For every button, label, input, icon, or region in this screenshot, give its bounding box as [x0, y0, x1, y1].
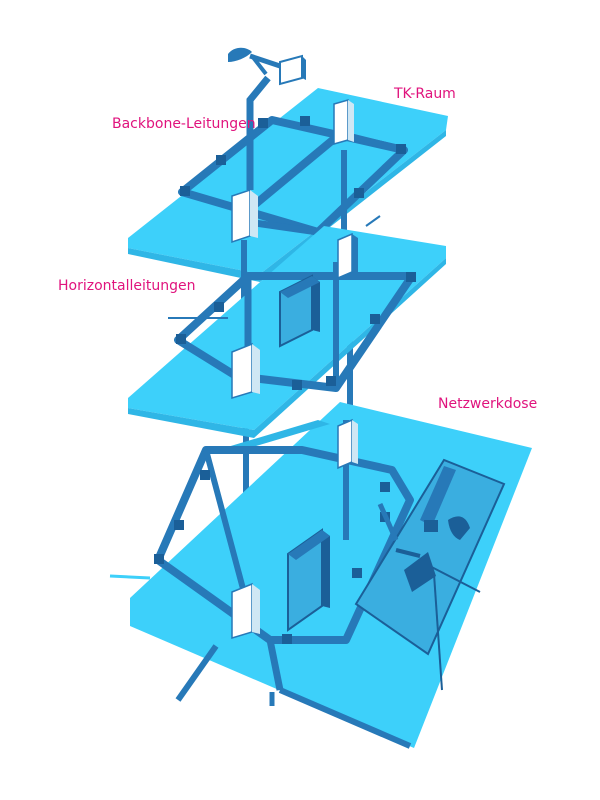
floor-bottom — [109, 402, 532, 749]
floor-bottom-ceiling-band — [224, 420, 330, 452]
distribution-box-icon — [337, 418, 358, 470]
label-horizontalleitungen: Horizontalleitungen — [58, 278, 196, 294]
switch-cabinet-icon — [279, 274, 320, 348]
distribution-box-icon — [333, 99, 354, 145]
desk-surface — [354, 458, 506, 656]
floor-top-cable-box — [247, 218, 319, 236]
label-netzwerkdose: Netzwerkdose — [438, 396, 538, 412]
floor-top — [128, 88, 448, 282]
monitor-icon — [420, 466, 456, 532]
telephone-icon — [448, 516, 470, 540]
antenna-icon — [228, 47, 306, 190]
distribution-box-icon — [231, 582, 260, 640]
label-backbone-leitungen: Backbone-Leitungen — [112, 116, 256, 132]
floor-middle-cable-loop — [174, 272, 416, 392]
distribution-box-icon — [231, 188, 258, 244]
switch-cabinet-icon — [287, 528, 330, 632]
floor-middle — [128, 215, 446, 438]
floor-top-cable-nodes — [180, 116, 406, 198]
floor-middle-cable-nodes — [176, 272, 416, 390]
floor-middle-slab-edge — [128, 258, 446, 438]
floor-top-cable-cross — [242, 130, 344, 216]
chair-icon — [395, 548, 436, 592]
distribution-box-icon — [337, 232, 358, 280]
label-tk-raum: TK-Raum — [394, 86, 456, 102]
workstation-area — [354, 458, 506, 691]
distribution-box-icon — [231, 342, 260, 400]
